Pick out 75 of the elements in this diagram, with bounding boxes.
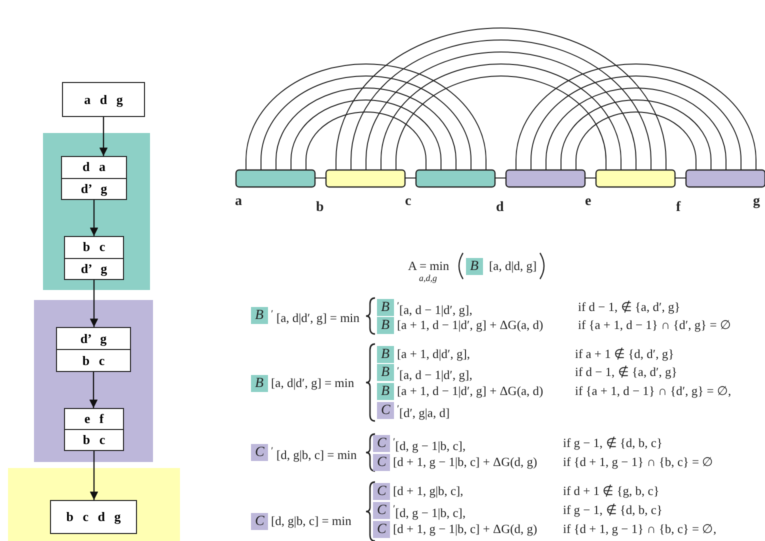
node-text: b c d g — [65, 508, 122, 526]
arrow — [90, 451, 98, 500]
node-box — [50, 500, 137, 534]
node-box — [62, 82, 145, 117]
subscript-text: a,d,g — [419, 272, 437, 285]
equation-text: $^{′}$ [a, d|d′, g] = min — [271, 308, 360, 326]
highlighted-symbol: B — [377, 298, 394, 316]
equation-text: $^{′}$[d, g − 1|b, c], — [393, 503, 466, 522]
equation-text: [d + 1, g|b, c], — [393, 483, 464, 499]
equation-text: [a, d|d′, g] = min — [271, 375, 354, 391]
node-box — [56, 327, 131, 372]
group-band — [43, 133, 150, 290]
node-text: b c — [65, 429, 123, 450]
highlighted-symbol: B — [377, 316, 394, 334]
node-text: d’ g — [62, 178, 126, 199]
point-label: b — [316, 200, 324, 216]
equation-text: [a, d|d, g] — [489, 258, 537, 274]
highlighted-symbol: C — [373, 454, 390, 470]
point-label: d — [496, 200, 504, 216]
point-label: c — [405, 194, 412, 210]
point-label: g — [753, 194, 760, 210]
node-text: d a — [82, 158, 106, 176]
group-band — [34, 300, 153, 462]
equation-text: if d − 1, ∉ {a, d′, g} — [575, 364, 678, 380]
highlighted-symbol: B — [466, 258, 483, 274]
highlighted-symbol: C — [373, 502, 390, 518]
equation-text: [a + 1, d|d′, g], — [397, 346, 470, 362]
equation-text: if {d + 1, g − 1} ∩ {b, c} = ∅, — [563, 521, 716, 537]
point-label: e — [585, 194, 592, 210]
arrow — [90, 200, 98, 236]
arrow — [99, 117, 108, 156]
arrow — [89, 372, 98, 408]
highlighted-symbol: B — [251, 374, 268, 392]
equation-text: if a + 1 ∉ {d, d′, g} — [575, 346, 674, 362]
equation-text: $^{′}$[a, d − 1|d′, g], — [397, 300, 472, 318]
node-text: d’ g — [79, 330, 108, 348]
equation-text: [a + 1, d − 1|d′, g] + ΔG(a, d) — [397, 317, 544, 333]
node-text: a d g — [83, 90, 124, 109]
equation-text: [a + 1, d − 1|d′, g] + ΔG(a, d) — [397, 383, 544, 399]
highlighted-symbol: C — [373, 482, 390, 500]
equation-text: if g − 1, ∉ {d, b, c} — [563, 435, 662, 451]
equation-text: if d − 1, ∉ {a, d′, g} — [578, 299, 680, 315]
highlighted-symbol: C — [373, 520, 390, 538]
point-label: a — [235, 194, 242, 210]
highlighted-symbol: B — [377, 382, 394, 400]
highlighted-symbol: C — [373, 434, 390, 452]
highlighted-symbol: C — [251, 444, 268, 460]
group-band — [8, 468, 180, 541]
equation-text: if g − 1, ∉ {d, b, c} — [563, 502, 662, 518]
equation-text: if {a + 1, d − 1} ∩ {d′, g} = ∅ — [578, 317, 731, 333]
equation-text: $^{′}$ [d, g|b, c] = min — [271, 445, 357, 464]
point-label: f — [676, 200, 681, 216]
highlighted-symbol: B — [377, 364, 394, 380]
node-text: b c — [82, 238, 106, 256]
node-text: b c — [57, 349, 130, 371]
highlighted-symbol: C — [251, 512, 268, 530]
node-box — [64, 408, 124, 451]
arrow — [90, 280, 98, 327]
equation-text: A = min — [408, 258, 450, 274]
equation-text: [d + 1, g − 1|b, c] + ΔG(d, g) — [393, 521, 538, 537]
equation-text: $^{′}$[a, d − 1|d′, g], — [397, 365, 472, 384]
node-text: d’ g — [65, 258, 123, 279]
node-text: e f — [83, 410, 105, 428]
node-box — [64, 236, 124, 280]
node-box — [61, 156, 127, 200]
equation-text: [d + 1, g − 1|b, c] + ΔG(d, g) — [393, 454, 538, 470]
equation-text: if d + 1 ∉ {g, b, c} — [563, 483, 660, 499]
equation-text: [d, g|b, c] = min — [271, 513, 352, 529]
equation-text: if {a + 1, d − 1} ∩ {d′, g} = ∅, — [575, 383, 732, 399]
equation-text: $^{′}$[d′, g|a, d] — [397, 403, 450, 422]
equation-text: $^{′}$[d, g − 1|b, c], — [393, 436, 466, 454]
highlighted-symbol: C — [377, 402, 394, 418]
equation-text: if {d + 1, g − 1} ∩ {b, c} = ∅ — [563, 454, 714, 470]
highlighted-symbol: B — [377, 346, 394, 362]
highlighted-symbol: B — [251, 306, 268, 324]
